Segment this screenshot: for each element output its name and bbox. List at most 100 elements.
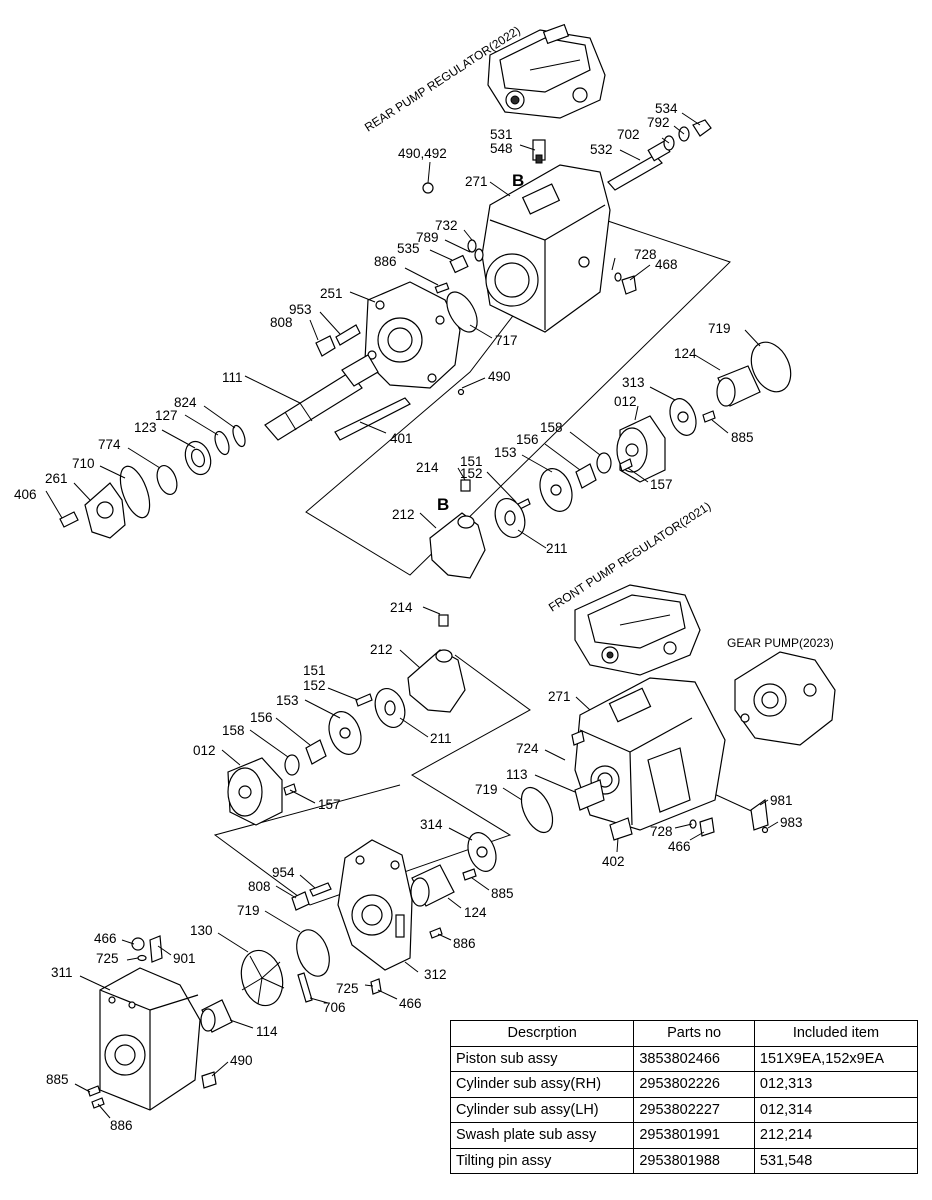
label-728-top: 728 <box>634 247 657 262</box>
bolt-954 <box>309 882 332 897</box>
label-719-top: 719 <box>708 321 731 336</box>
set-plate-153-mid <box>328 711 362 755</box>
label-158-top: 158 <box>540 420 563 435</box>
cell-included-item: 012,314 <box>753 1096 919 1123</box>
label-886-top: 886 <box>374 254 397 269</box>
label-466-low: 466 <box>94 931 117 946</box>
o-ring-789 <box>474 248 484 262</box>
pin-885-low <box>87 1085 101 1097</box>
label-983: 983 <box>780 815 803 830</box>
retainer-156-top <box>575 463 597 489</box>
plug-724 <box>571 730 585 746</box>
label-981: 981 <box>770 793 793 808</box>
plug-402 <box>609 817 633 841</box>
label-466-mid: 466 <box>668 839 691 854</box>
swash-plate-212-top <box>429 512 486 579</box>
label-490-low: 490 <box>230 1053 253 1068</box>
rear-pump-casing <box>481 164 611 333</box>
cell-parts-no: 2953801991 <box>633 1122 755 1149</box>
label-157-top: 157 <box>650 477 673 492</box>
nut-534 <box>692 119 712 137</box>
sub-assembly-table: Descrption Parts no Included item Piston… <box>449 1020 919 1174</box>
seal-cover-261 <box>84 482 126 539</box>
label-114: 114 <box>256 1024 278 1039</box>
label-724: 724 <box>516 741 539 756</box>
label-702: 702 <box>617 127 640 142</box>
label-156-mid: 156 <box>250 710 273 725</box>
spacer-127 <box>214 430 230 456</box>
cell-description: Piston sub assy <box>449 1045 635 1072</box>
bushing-214-mid <box>438 614 449 627</box>
label-885-mid: 885 <box>491 886 514 901</box>
label-271-top: 271 <box>465 174 488 189</box>
rear-pump-regulator <box>487 23 606 119</box>
piston-151-152-mid <box>355 693 373 707</box>
snap-ring-824 <box>232 424 246 448</box>
adjust-screw-532 <box>607 140 671 191</box>
label-719-mid: 719 <box>475 782 498 797</box>
o-ring-717 <box>446 291 478 333</box>
label-157-mid: 157 <box>318 797 341 812</box>
cell-parts-no: 2953802226 <box>633 1071 755 1098</box>
o-ring-719-top <box>750 341 792 393</box>
spline-coupling-114 <box>200 999 233 1033</box>
oil-seal-774 <box>156 464 178 496</box>
spherical-bushing-158-mid <box>284 754 300 776</box>
label-548: 548 <box>490 141 513 156</box>
part-number-labels: 534 792 702 531 548 532 490,492 271 732 … <box>14 101 803 1133</box>
label-152-mid: 152 <box>303 678 326 693</box>
label-113: 113 <box>506 767 528 782</box>
front-pump-casing <box>574 677 726 831</box>
label-725-low: 725 <box>96 951 119 966</box>
label-212-top: 212 <box>392 507 415 522</box>
label-401: 401 <box>390 431 413 446</box>
table-row: Tilting pin assy 2953801988 531,548 <box>449 1147 919 1174</box>
drive-shaft-111 <box>264 354 379 441</box>
bearing-123 <box>184 440 212 476</box>
label-406: 406 <box>14 487 37 502</box>
label-490-492: 490,492 <box>398 146 447 161</box>
label-954: 954 <box>272 865 295 880</box>
label-012-top: 012 <box>614 394 637 409</box>
table-row: Piston sub assy 3853802466 151X9EA,152x9… <box>449 1045 919 1072</box>
nut-808-top <box>315 335 336 357</box>
shoe-plate-211-mid <box>374 688 406 728</box>
label-123: 123 <box>134 420 157 435</box>
pin-886-top <box>434 282 450 294</box>
label-774: 774 <box>98 437 121 452</box>
label-153-mid: 153 <box>276 693 299 708</box>
label-468: 468 <box>655 257 678 272</box>
label-151-mid: 151 <box>303 663 326 678</box>
shoe-plate-211-top <box>494 498 526 538</box>
nut-808-mid <box>291 891 310 911</box>
label-728-mid: 728 <box>650 824 673 839</box>
leader-lines <box>45 112 779 1119</box>
label-212-mid: 212 <box>370 642 393 657</box>
label-312: 312 <box>424 967 447 982</box>
spherical-bushing-158-top <box>596 452 612 474</box>
label-531: 531 <box>490 127 513 142</box>
bolt-725-466 <box>370 978 382 995</box>
cell-parts-no: 2953802227 <box>633 1096 755 1123</box>
o-ring-725-low <box>137 954 147 962</box>
label-124-mid: 124 <box>464 905 487 920</box>
o-ring-719-low <box>296 929 330 977</box>
label-214-top: 214 <box>416 460 439 475</box>
gear-pump-title: GEAR PUMP(2023) <box>727 636 834 650</box>
bushing-214-top <box>460 479 471 492</box>
label-313: 313 <box>622 375 645 390</box>
label-706: 706 <box>323 1000 346 1015</box>
view-mark-b-mid: B <box>437 495 449 514</box>
label-789: 789 <box>416 230 439 245</box>
label-886-low: 886 <box>453 936 476 951</box>
valve-block-312 <box>337 839 413 971</box>
label-402: 402 <box>602 854 625 869</box>
rivet-983 <box>761 826 769 834</box>
pin-885-mid <box>462 868 477 881</box>
label-271-mid: 271 <box>548 689 571 704</box>
label-490-top: 490 <box>488 369 511 384</box>
label-732: 732 <box>435 218 458 233</box>
tilting-pin <box>532 139 546 164</box>
label-885-top: 885 <box>731 430 754 445</box>
